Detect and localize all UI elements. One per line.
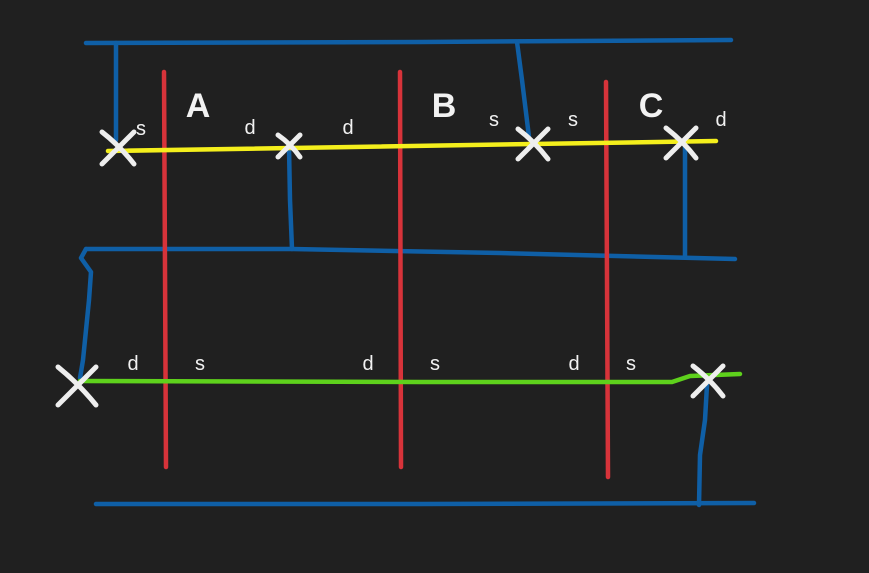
terminal-label: d	[362, 353, 373, 375]
wire-cross-6-to-bottom	[696, 382, 710, 508]
middle-rail	[83, 246, 738, 262]
terminal-label: d	[127, 353, 138, 375]
cross-mark-icon	[99, 129, 137, 167]
terminal-label: s	[489, 109, 499, 131]
terminal-label: s	[195, 353, 205, 375]
green-row-labels: d s d s d s	[127, 353, 636, 375]
gate-label-a: A	[186, 87, 211, 125]
cross-mark-icon	[663, 125, 699, 161]
red-gates	[161, 69, 611, 480]
cross-mark-icon	[55, 364, 99, 408]
gate-label-b: B	[432, 87, 457, 125]
yellow-row-labels: s d d s s d	[136, 109, 727, 140]
cross-mark-icon	[515, 126, 551, 162]
terminal-label: d	[342, 117, 353, 139]
terminal-label: d	[568, 353, 579, 375]
cross-mark-icon	[690, 363, 726, 399]
gate-line-a	[161, 69, 169, 470]
cross-mark-icon	[275, 132, 303, 160]
yellow-wire	[105, 138, 719, 154]
terminal-label: s	[626, 353, 636, 375]
wire-top-to-cross-3	[514, 39, 532, 140]
blue-wires	[77, 37, 757, 508]
terminal-label: s	[568, 109, 578, 131]
gate-line-c	[603, 79, 611, 480]
top-rail	[83, 37, 734, 46]
terminal-label: s	[430, 353, 440, 375]
wire-middle-to-cross-5	[77, 246, 94, 381]
terminal-label: s	[136, 118, 146, 140]
wire-cross-2-to-middle	[286, 144, 295, 252]
terminal-label: d	[715, 109, 726, 131]
gate-label-c: C	[639, 87, 664, 125]
bottom-rail	[93, 500, 757, 507]
cross-marks	[55, 125, 726, 408]
gate-line-b	[397, 69, 404, 470]
terminal-label: d	[244, 117, 255, 139]
